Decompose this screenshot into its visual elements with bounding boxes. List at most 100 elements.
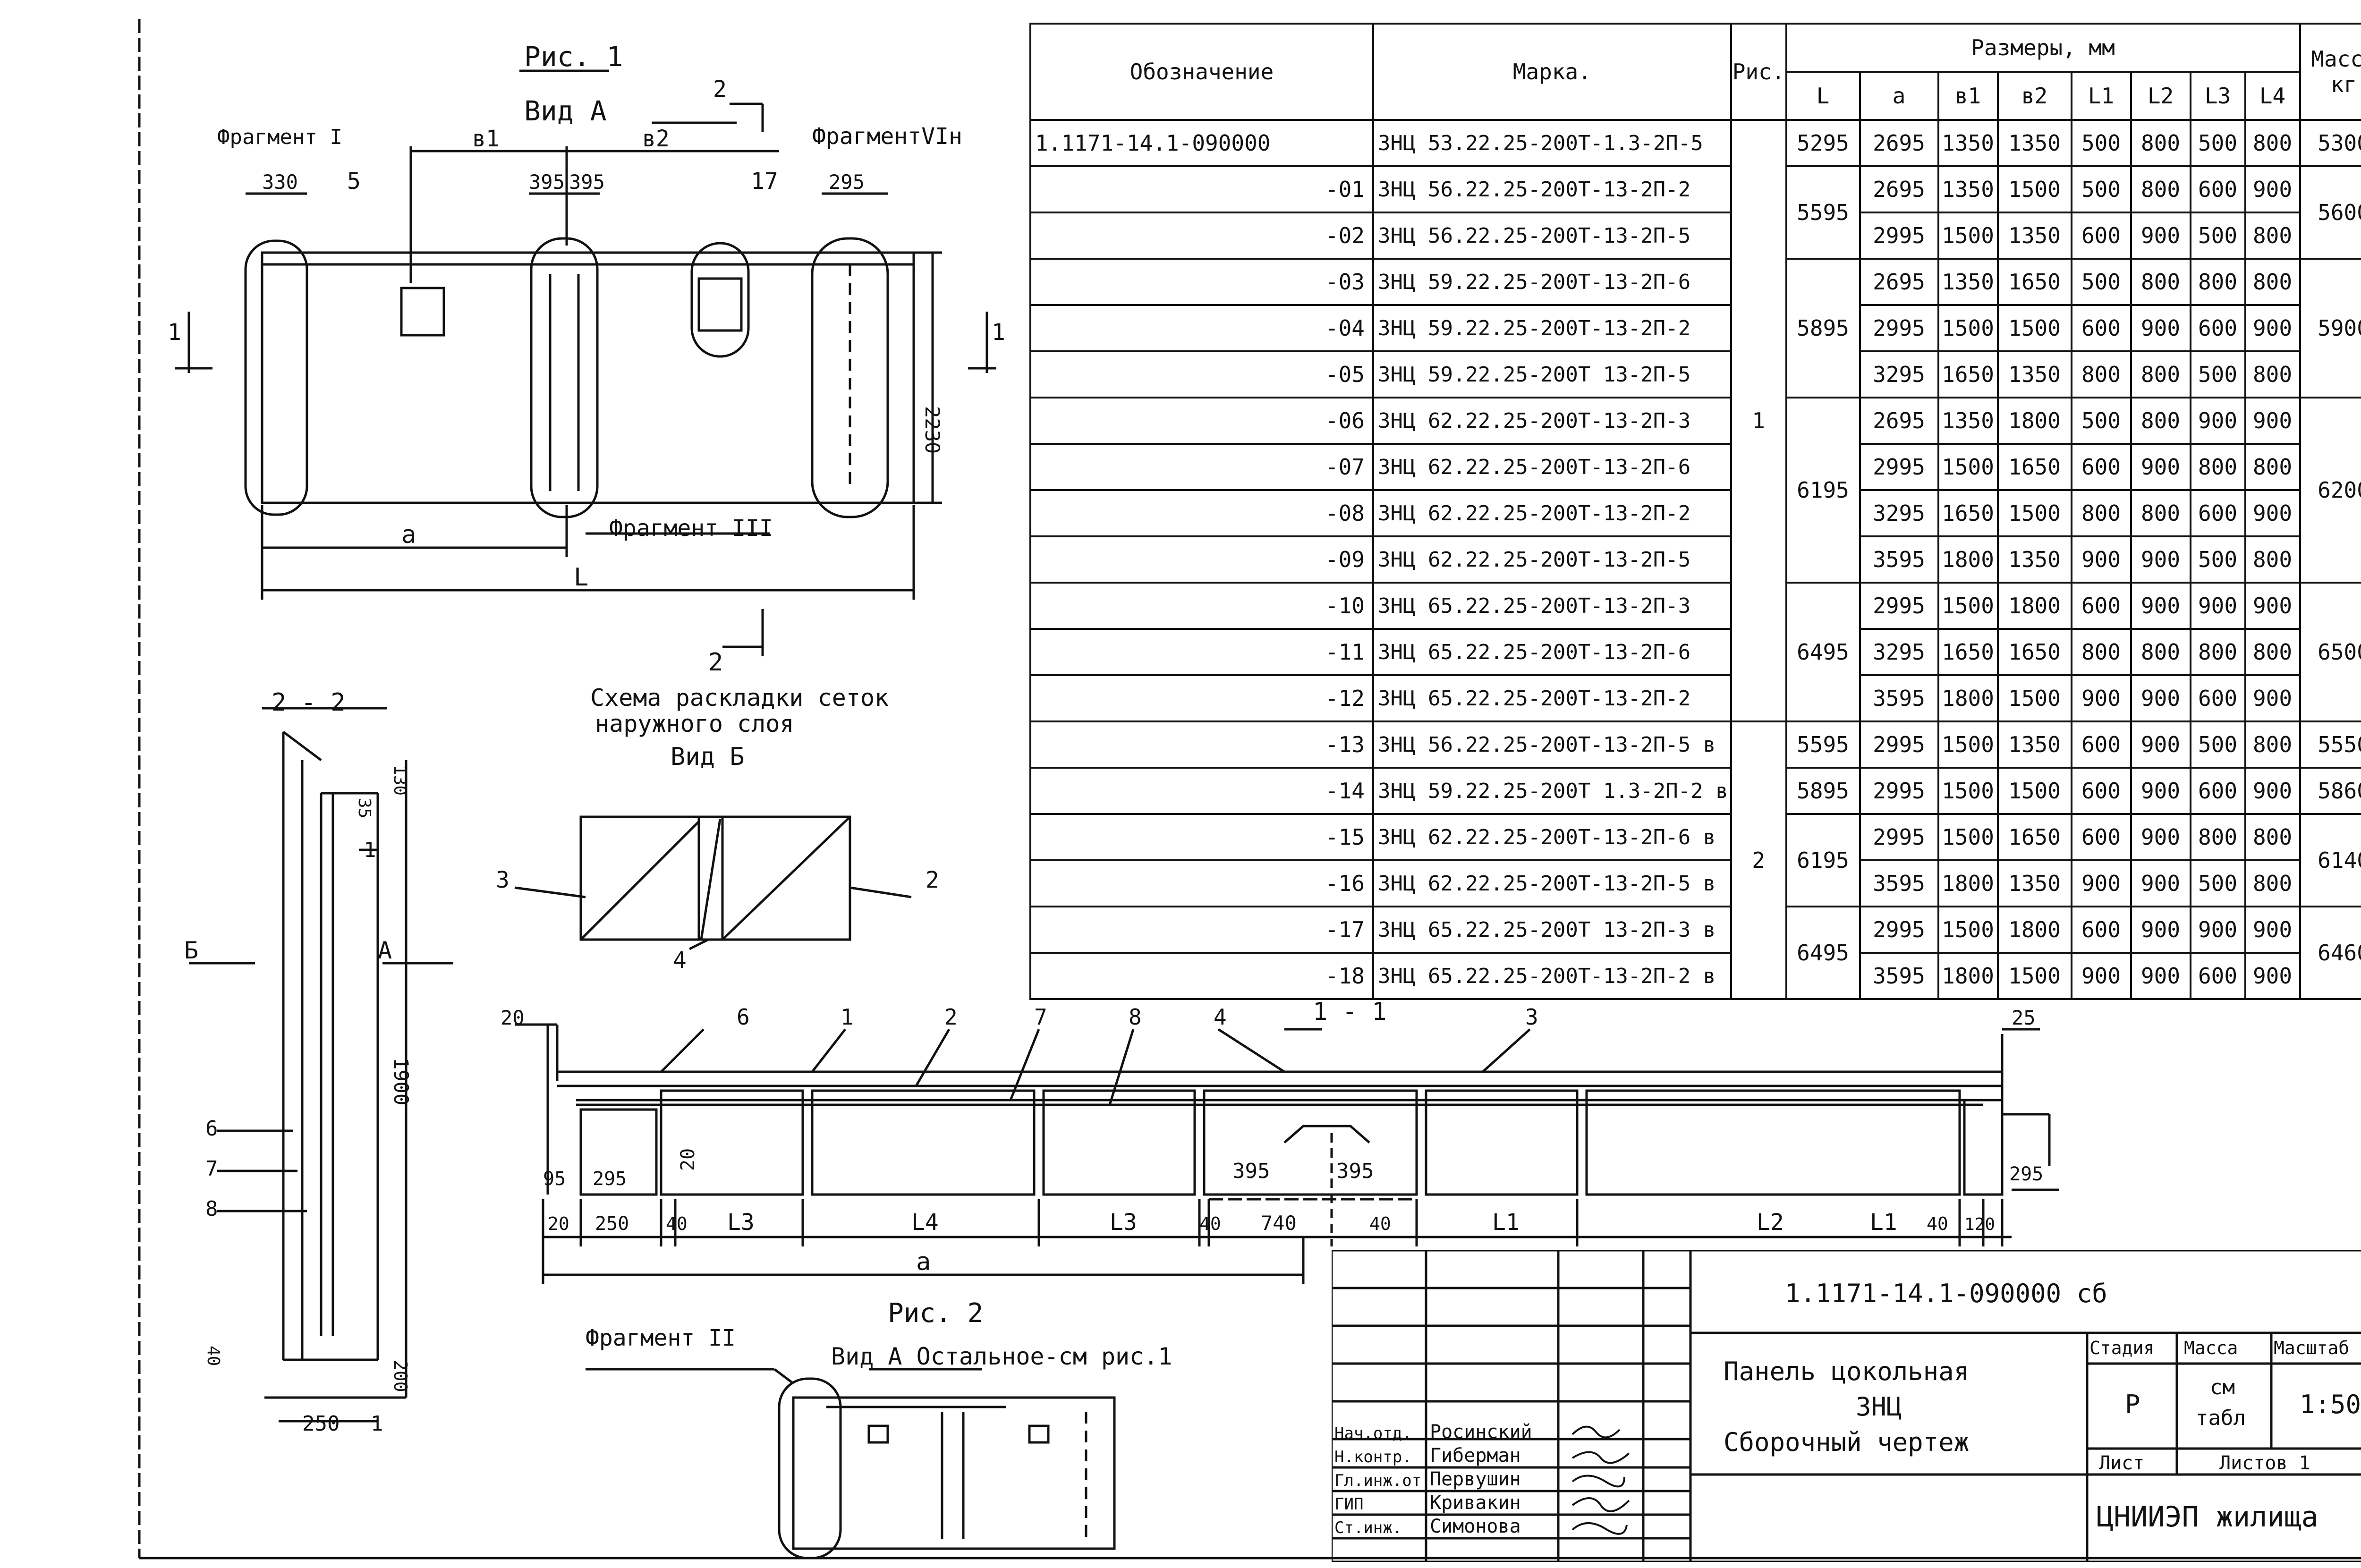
cell-a: 3595: [1859, 535, 1939, 584]
view-b-label: Вид Б: [671, 743, 745, 771]
cell-b1: 1800: [1937, 952, 1999, 1000]
cell-L4: 900: [2244, 906, 2301, 954]
section-pos-1-top: 1: [364, 838, 376, 862]
cell-designation: -15: [1029, 813, 1374, 861]
cell-L: 6495: [1785, 906, 1861, 1000]
section-pos-1b: 1: [841, 1004, 854, 1030]
mass-value-1: см: [2210, 1375, 2235, 1399]
dim-395-section-right: 395: [1336, 1159, 1374, 1183]
cell-designation: -07: [1029, 443, 1374, 491]
cell-L1: 600: [2070, 813, 2132, 861]
cell-L4: 800: [2244, 443, 2301, 491]
dim-35: 35: [355, 798, 374, 818]
cell-mark: ЗНЦ 59.22.25-200Т-13-2П-2: [1372, 304, 1732, 352]
col-L3: L3: [2189, 71, 2246, 121]
cell-b2: 1650: [1996, 813, 2072, 861]
cell-a: 2995: [1859, 813, 1939, 861]
cell-mark: ЗНЦ 65.22.25-200Т-13-2П-2 в: [1372, 952, 1732, 1000]
cell-b1: 1500: [1937, 720, 1999, 769]
cut-2-top: 2: [713, 76, 727, 102]
cell-L1: 600: [2070, 212, 2132, 260]
cell-b2: 1650: [1996, 628, 2072, 676]
cell-mark: ЗНЦ 59.22.25-200Т 1.3-2П-2 в: [1372, 767, 1732, 815]
cell-mass: 6500: [2299, 582, 2361, 722]
cell-L3: 600: [2189, 674, 2246, 722]
cell-b2: 1350: [1996, 535, 2072, 584]
col-a: a: [1859, 71, 1939, 121]
cell-L3: 900: [2189, 582, 2246, 630]
cell-L3: 500: [2189, 212, 2246, 260]
cell-L2: 800: [2130, 628, 2191, 676]
cell-designation: -18: [1029, 952, 1374, 1000]
cell-designation: -02: [1029, 212, 1374, 260]
cell-mark: ЗНЦ 65.22.25-200Т-13-2П-6: [1372, 628, 1732, 676]
cell-L3: 500: [2189, 720, 2246, 769]
cell-mark: ЗНЦ 56.22.25-200Т-13-2П-2: [1372, 165, 1732, 213]
cell-L2: 900: [2130, 859, 2191, 907]
cell-b1: 1500: [1937, 582, 1999, 630]
spec-table-subheader-row: L a в1 в2 L1 L2 L3 L4: [1030, 71, 2361, 121]
fig1-title: Рис. 1: [524, 41, 623, 73]
cell-mark: ЗНЦ 65.22.25-200Т-13-2П-3: [1372, 582, 1732, 630]
cell-a: 2995: [1859, 212, 1939, 260]
dim-2230: 2230: [921, 406, 944, 454]
dim-1900: 1900: [390, 1058, 413, 1105]
cell-L2: 800: [2130, 350, 2191, 398]
title-line-1: Панель цокольная: [1724, 1356, 1970, 1386]
cell-designation: 1.1171-14.1-090000: [1029, 119, 1374, 167]
cell-mass: 5550: [2299, 720, 2361, 769]
section-pos-7: 7: [205, 1157, 218, 1181]
cell-L2: 900: [2130, 535, 2191, 584]
cell-a: 2695: [1859, 397, 1939, 445]
cell-L4: 800: [2244, 258, 2301, 306]
cell-designation: -14: [1029, 767, 1374, 815]
cell-mass: 6200: [2299, 397, 2361, 584]
cut-2-bottom: 2: [708, 648, 723, 677]
cell-L1: 600: [2070, 304, 2132, 352]
cell-L3: 800: [2189, 443, 2246, 491]
cell-designation: -11: [1029, 628, 1374, 676]
mass-value-2: табл: [2196, 1406, 2246, 1430]
cell-b1: 1350: [1937, 258, 1999, 306]
cell-b1: 1500: [1937, 443, 1999, 491]
cell-a: 2695: [1859, 165, 1939, 213]
dim-330: 330: [262, 170, 298, 194]
cell-L1: 900: [2070, 952, 2132, 1000]
scheme-title-line1: Схема раскладки сеток: [590, 684, 889, 712]
scheme-title-line2: наружного слоя: [595, 710, 794, 737]
dim-95: 95: [543, 1168, 566, 1190]
cell-L3: 900: [2189, 906, 2246, 954]
cell-fig: 1: [1730, 119, 1787, 722]
cell-L4: 900: [2244, 952, 2301, 1000]
cell-a: 2695: [1859, 119, 1939, 167]
col-mass: Массакг: [2299, 23, 2361, 121]
cell-a: 3595: [1859, 952, 1939, 1000]
fig2-title: Рис. 2: [888, 1298, 983, 1329]
section-1-1-title: 1 - 1: [1313, 998, 1387, 1026]
label-b2: в2: [642, 126, 670, 152]
cell-L1: 800: [2070, 628, 2132, 676]
cell-mark: ЗНЦ 56.22.25-200Т-13-2П-5 в: [1372, 720, 1732, 769]
cell-b2: 1800: [1996, 906, 2072, 954]
cell-L: 6195: [1785, 397, 1861, 584]
cell-a: 2995: [1859, 767, 1939, 815]
dim-250-chain: 250: [595, 1213, 629, 1235]
cell-L2: 900: [2130, 582, 2191, 630]
col-mark: Марка.: [1372, 23, 1732, 121]
scheme-pos-2: 2: [926, 867, 939, 893]
fig2-view-label: Вид А Остальное-см рис.1: [831, 1343, 1172, 1370]
cell-b1: 1500: [1937, 906, 1999, 954]
cell-designation: -06: [1029, 397, 1374, 445]
dim-395-section-left: 395: [1232, 1159, 1270, 1183]
cell-L: 6495: [1785, 582, 1861, 722]
dim-295: 295: [829, 170, 865, 194]
label-L3-1: L3: [727, 1209, 755, 1236]
cell-L2: 900: [2130, 304, 2191, 352]
cell-L3: 800: [2189, 258, 2246, 306]
